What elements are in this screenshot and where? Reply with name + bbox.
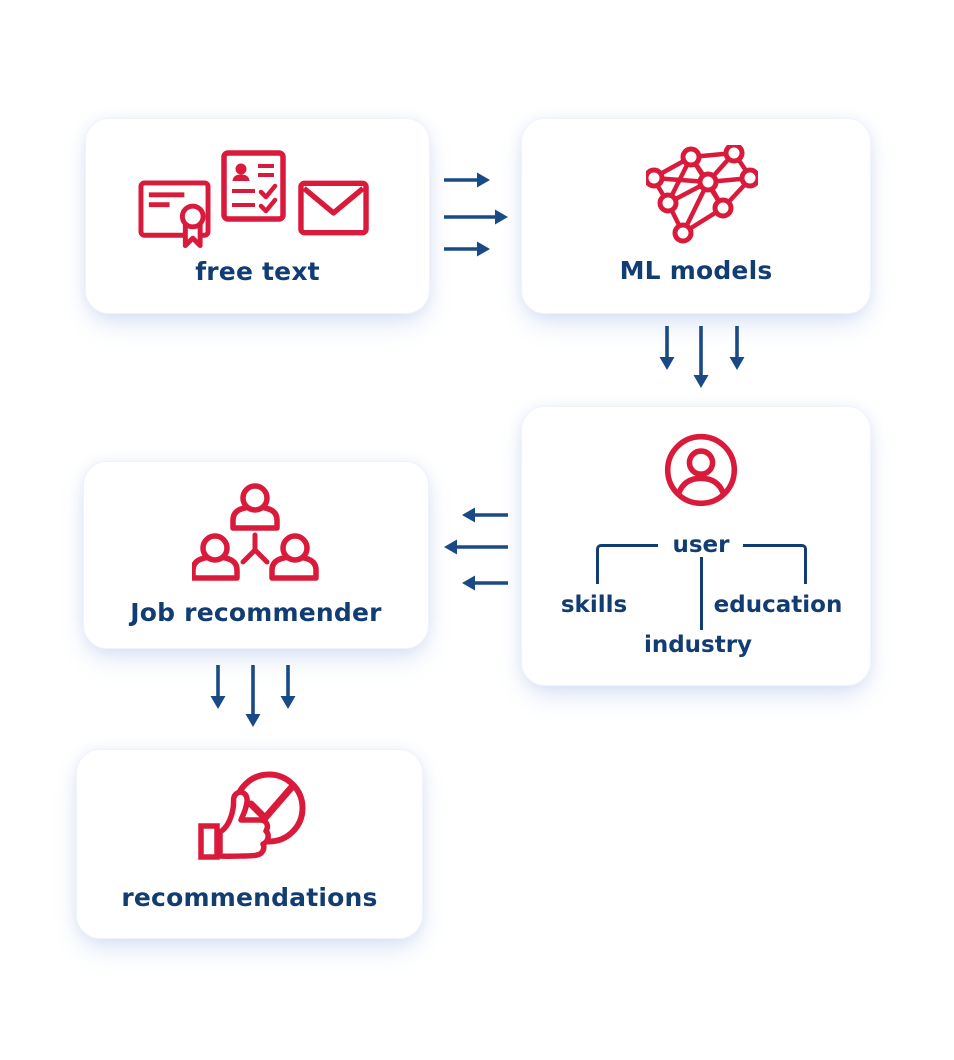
user-tree-connector-right — [743, 544, 807, 584]
certificate-icon — [138, 180, 211, 249]
job-recommender-card: Job recommender — [83, 461, 429, 649]
arrow-right-icon — [444, 209, 508, 225]
arrow-down-icon — [693, 326, 709, 388]
people-network-icon — [192, 483, 319, 581]
user-tree-connector-left — [596, 544, 658, 584]
ml-models-card: ML models — [521, 118, 871, 314]
arrow-right-icon — [444, 172, 490, 188]
user-label: user — [672, 532, 730, 558]
free-text-card: free text — [85, 118, 430, 314]
resume-icon — [221, 150, 286, 222]
job-recommender-label: Job recommender — [130, 598, 382, 627]
neural-network-icon — [646, 145, 758, 244]
user-profile-card: user skills education industry — [521, 406, 871, 686]
recommendations-card: recommendations — [76, 749, 423, 939]
arrow-right-icon — [444, 241, 490, 257]
industry-label: industry — [643, 632, 753, 658]
user-tree-connector-bottom — [700, 557, 703, 630]
thumbs-up-check-icon — [198, 771, 306, 860]
arrow-down-icon — [210, 665, 226, 709]
arrow-left-icon — [444, 539, 508, 555]
envelope-icon — [298, 180, 369, 236]
skills-label: skills — [560, 592, 628, 618]
arrow-down-icon — [729, 326, 745, 370]
user-circle-icon — [664, 433, 738, 507]
arrow-down-icon — [659, 326, 675, 370]
arrow-left-icon — [462, 575, 508, 591]
arrow-left-icon — [462, 507, 508, 523]
free-text-label: free text — [195, 257, 320, 286]
ml-models-label: ML models — [619, 256, 773, 285]
arrow-down-icon — [280, 665, 296, 709]
education-label: education — [713, 592, 843, 618]
arrow-down-icon — [245, 665, 261, 727]
recommendations-label: recommendations — [121, 883, 378, 912]
